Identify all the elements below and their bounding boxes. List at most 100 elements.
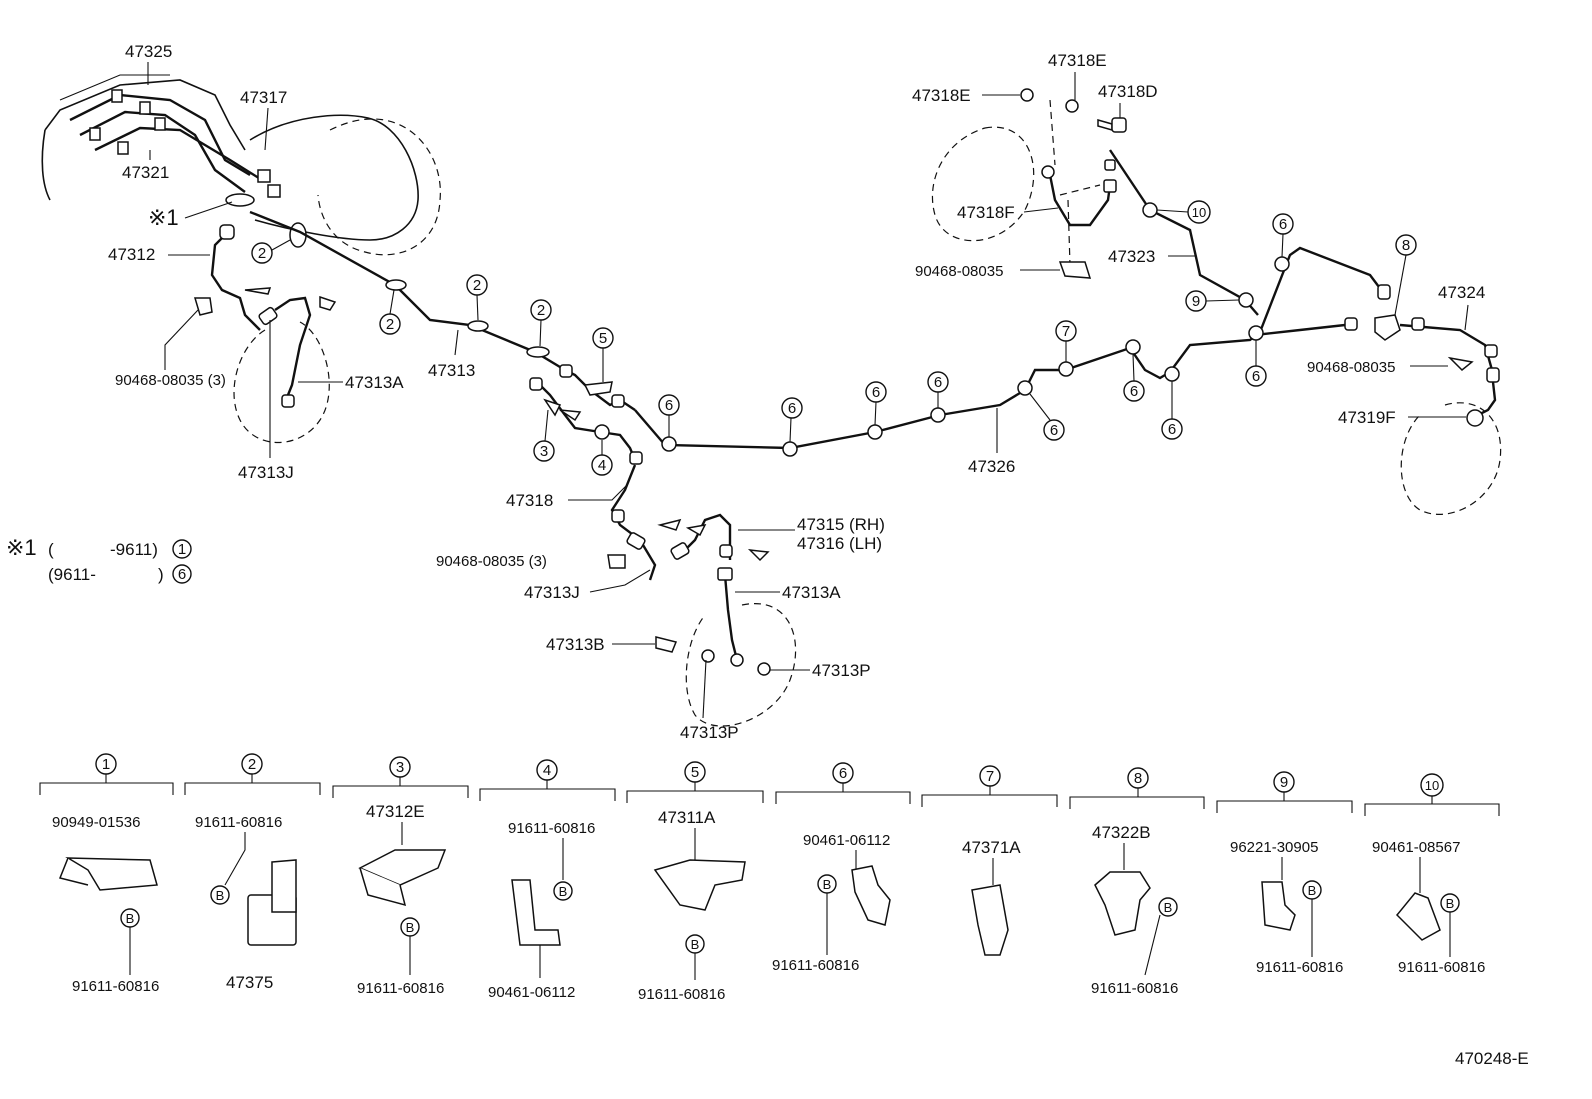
callout-3: 3 bbox=[533, 409, 555, 462]
label-47318E-b: 47318E bbox=[912, 86, 971, 105]
svg-text:2: 2 bbox=[386, 316, 394, 333]
callout-5: 5 bbox=[592, 327, 614, 382]
svg-text:B: B bbox=[1446, 896, 1455, 911]
detail-2-bottom: 47375 bbox=[226, 973, 273, 992]
callout-8: 8 bbox=[1394, 234, 1417, 316]
callout-6: 6 bbox=[658, 394, 680, 437]
label-90468-d: 90468-08035 bbox=[1307, 359, 1395, 376]
label-47318: 47318 bbox=[506, 491, 553, 510]
svg-text:6: 6 bbox=[788, 400, 796, 417]
svg-text:4: 4 bbox=[598, 457, 606, 474]
label-90468-c: 90468-08035 bbox=[915, 263, 1003, 280]
label-47318D: 47318D bbox=[1098, 82, 1158, 101]
label-47317: 47317 bbox=[240, 88, 287, 107]
note-range-1: -9611) bbox=[110, 540, 158, 559]
svg-text:5: 5 bbox=[691, 764, 699, 781]
label-47313B: 47313B bbox=[546, 635, 605, 654]
svg-text:2: 2 bbox=[258, 245, 266, 262]
footnote: ※1 ( -9611) 1 (9611- ) 6 bbox=[6, 535, 192, 584]
detail-9-bottom: 91611-60816 bbox=[1256, 959, 1343, 976]
callout-4: 4 bbox=[591, 440, 613, 476]
detail-6-bottom: 91611-60816 bbox=[772, 957, 859, 974]
callout-10: 10 bbox=[1156, 200, 1211, 224]
svg-text:10: 10 bbox=[1425, 778, 1439, 793]
detail-3-bottom: 91611-60816 bbox=[357, 980, 444, 997]
callout-6: 6 bbox=[1272, 213, 1294, 258]
callout-6: 6 bbox=[1245, 340, 1267, 387]
note-close: ) bbox=[158, 565, 164, 584]
svg-text:6: 6 bbox=[1130, 383, 1138, 400]
svg-text:2: 2 bbox=[248, 756, 256, 773]
detail-7-top: 47371A bbox=[962, 838, 1021, 857]
detail-row: 1 90949-01536 B 91611-60816 2 91611-6081… bbox=[39, 753, 1500, 1003]
label-47313A-b: 47313A bbox=[782, 583, 841, 602]
detail-5: 5 47311A B 91611-60816 bbox=[626, 761, 764, 1003]
label-47319F: 47319F bbox=[1338, 408, 1396, 427]
svg-text:1: 1 bbox=[102, 756, 110, 773]
callout-7: 7 bbox=[1055, 320, 1077, 362]
svg-text:6: 6 bbox=[1168, 421, 1176, 438]
svg-text:7: 7 bbox=[1062, 323, 1070, 340]
detail-2-top: 91611-60816 bbox=[195, 814, 282, 831]
label-47313P-a: 47313P bbox=[812, 661, 871, 680]
detail-1-top: 90949-01536 bbox=[52, 814, 140, 831]
label-47323: 47323 bbox=[1108, 247, 1155, 266]
svg-text:B: B bbox=[559, 884, 568, 899]
svg-text:5: 5 bbox=[599, 330, 607, 347]
svg-text:6: 6 bbox=[839, 765, 847, 782]
svg-text:4: 4 bbox=[543, 762, 551, 779]
label-star1: ※1 bbox=[148, 205, 179, 230]
label-47313J-a: 47313J bbox=[238, 463, 294, 482]
detail-8-bottom: 91611-60816 bbox=[1091, 980, 1178, 997]
label-47325: 47325 bbox=[125, 42, 172, 61]
callout-2: 2 bbox=[466, 274, 488, 321]
callout-6: 6 bbox=[865, 381, 887, 426]
detail-8-top: 47322B bbox=[1092, 823, 1151, 842]
svg-text:6: 6 bbox=[1279, 216, 1287, 233]
master-cylinder-assembly bbox=[41, 74, 441, 256]
callout-6: 6 bbox=[1161, 381, 1183, 440]
detail-9-top: 96221-30905 bbox=[1230, 839, 1318, 856]
label-47312: 47312 bbox=[108, 245, 155, 264]
svg-text:2: 2 bbox=[473, 277, 481, 294]
svg-text:B: B bbox=[823, 877, 832, 892]
svg-text:B: B bbox=[1164, 900, 1173, 915]
detail-5-bottom: 91611-60816 bbox=[638, 986, 725, 1003]
callout-6: 6 bbox=[1123, 353, 1145, 402]
detail-8: 8 47322B B 91611-60816 bbox=[1069, 767, 1205, 997]
rear-upper-hose bbox=[931, 88, 1127, 279]
svg-text:6: 6 bbox=[872, 384, 880, 401]
detail-6: 6 90461-06112 B 91611-60816 bbox=[772, 762, 911, 974]
detail-1: 1 90949-01536 B 91611-60816 bbox=[39, 753, 174, 995]
callout-9: 9 bbox=[1185, 290, 1240, 312]
part-labels: 47325 47317 47321 ※1 47312 90468-08035 (… bbox=[108, 42, 1485, 742]
detail-2: 2 91611-60816 B 47375 bbox=[184, 753, 321, 992]
label-47324: 47324 bbox=[1438, 283, 1485, 302]
detail-10-bottom: 91611-60816 bbox=[1398, 959, 1485, 976]
label-47316: 47316 (LH) bbox=[797, 534, 882, 553]
svg-text:9: 9 bbox=[1192, 293, 1200, 310]
callout-6: 6 bbox=[927, 371, 949, 408]
detail-4-bottom: 90461-06112 bbox=[488, 984, 575, 1001]
label-47313J-b: 47313J bbox=[524, 583, 580, 602]
label-90468-3b: 90468-08035 (3) bbox=[436, 553, 547, 570]
note-ref-2: 6 bbox=[178, 566, 186, 583]
label-47313P-b: 47313P bbox=[680, 723, 739, 742]
label-47321: 47321 bbox=[122, 163, 169, 182]
detail-1-bottom: 91611-60816 bbox=[72, 978, 159, 995]
detail-10: 10 90461-08567 B 91611-60816 bbox=[1364, 773, 1500, 976]
svg-text:6: 6 bbox=[665, 397, 673, 414]
label-47318E-a: 47318E bbox=[1048, 51, 1107, 70]
front-right-hose bbox=[529, 364, 797, 727]
svg-text:8: 8 bbox=[1402, 237, 1410, 254]
callout-circles: 2 2 2 2 3 4 5 6 6 6 6 6 6 6 6 6 7 8 9 10 bbox=[251, 200, 1417, 476]
svg-text:3: 3 bbox=[396, 759, 404, 776]
detail-4: 4 91611-60816 B 90461-06112 bbox=[479, 759, 616, 1001]
note-ref-1: 1 bbox=[178, 541, 186, 558]
label-47313: 47313 bbox=[428, 361, 475, 380]
rear-right-hose bbox=[1344, 284, 1502, 515]
detail-10-top: 90461-08567 bbox=[1372, 839, 1460, 856]
detail-3: 3 47312E B 91611-60816 bbox=[332, 756, 469, 997]
svg-text:6: 6 bbox=[1252, 368, 1260, 385]
